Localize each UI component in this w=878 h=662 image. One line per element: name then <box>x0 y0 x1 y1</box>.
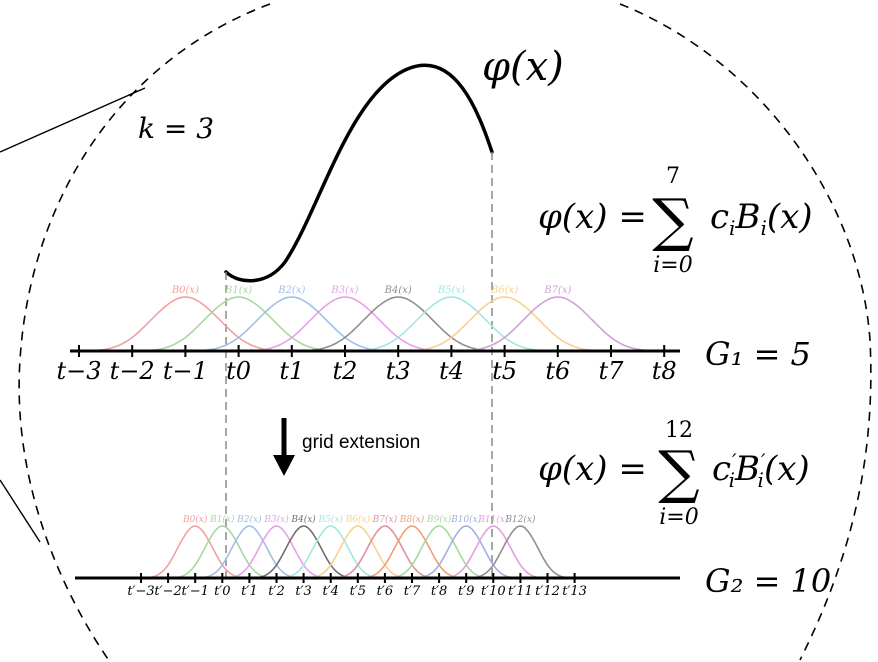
knot-label: t′8 <box>431 584 447 599</box>
fine-basis-functions: B0(x)B1(x)B2(x)B3(x)B4(x)B5(x)B6(x)B7(x)… <box>141 514 575 579</box>
basis-label: B5(x) <box>437 285 465 296</box>
grid-extension-arrow-head <box>273 455 295 476</box>
equation-fine: φ(x) = 12 ∑ i=0 c′iB′i(x) <box>538 418 810 530</box>
grid1-label: G₁ = 5 <box>705 335 811 373</box>
basis-label: B11(x) <box>477 514 509 525</box>
basis-label: B7(x) <box>543 285 571 296</box>
knot-label: t′10 <box>481 584 506 599</box>
eq1-lhs: φ(x) = <box>538 197 647 237</box>
basis-label: B5(x) <box>317 514 343 525</box>
basis-curve <box>222 525 331 579</box>
eq1-rhs: ciBi(x) <box>710 197 813 240</box>
knot-label: t′2 <box>268 584 284 599</box>
eq1-upper: 7 <box>666 164 680 189</box>
coarse-knot-ticks: t−3 t−2 t−1 t0 t1 t2 t3 t4 t5 t6 t7 t8 <box>56 345 677 385</box>
knot-label: t′0 <box>214 584 230 599</box>
basis-curve <box>345 296 558 352</box>
knot-label: t−2 <box>110 357 155 385</box>
knot-label: t6 <box>545 357 570 385</box>
knot-label: t′11 <box>508 584 533 599</box>
knot-label: t7 <box>599 357 625 385</box>
knot-label: t′9 <box>458 584 474 599</box>
knot-label: t2 <box>333 357 358 385</box>
knot-label: t′12 <box>535 584 560 599</box>
basis-curve <box>466 525 575 579</box>
basis-curve <box>330 525 440 579</box>
basis-label: B2(x) <box>236 514 262 525</box>
eq2-lower: i=0 <box>659 505 698 530</box>
knot-label: t′6 <box>377 584 393 599</box>
knot-label: t′3 <box>295 584 311 599</box>
knot-label: t′13 <box>562 584 587 599</box>
basis-label: B4(x) <box>384 285 412 296</box>
knot-label: t0 <box>226 357 251 385</box>
lens-dashed-arc <box>18 3 271 662</box>
basis-label: B6(x) <box>345 514 371 525</box>
basis-label: B1(x) <box>224 285 252 296</box>
basis-curve <box>451 296 665 352</box>
knot-label: t3 <box>386 357 411 385</box>
knot-label: t′−2 <box>154 584 181 599</box>
basis-curve <box>384 525 494 579</box>
basis-label: B12(x) <box>504 514 536 525</box>
basis-label: B3(x) <box>263 514 289 525</box>
knot-label: t′−3 <box>127 584 154 599</box>
basis-curve <box>412 525 521 579</box>
eq2-sum: ∑ <box>658 438 699 506</box>
phi-label: φ(x) <box>482 44 564 90</box>
basis-label: B6(x) <box>490 285 518 296</box>
basis-curve <box>79 296 292 352</box>
basis-curve <box>291 296 505 352</box>
knot-label: t′−1 <box>182 584 209 599</box>
knot-label: t1 <box>279 357 304 385</box>
basis-curve <box>398 296 611 352</box>
basis-label: B1(x) <box>209 514 235 525</box>
eq1-lower: i=0 <box>653 253 692 278</box>
basis-curve <box>276 525 385 579</box>
knot-label: t−3 <box>56 357 101 385</box>
basis-label: B10(x) <box>450 514 482 525</box>
basis-label: B2(x) <box>277 285 305 296</box>
knot-label: t′5 <box>350 584 366 599</box>
grid-extension-label: grid extension <box>302 432 420 453</box>
basis-curve <box>439 525 548 579</box>
knot-label: t5 <box>492 357 517 385</box>
equation-coarse: φ(x) = 7 ∑ i=0 ciBi(x) <box>538 164 813 278</box>
basis-label: B8(x) <box>399 514 425 525</box>
lens-dashed-arc-right <box>619 3 872 661</box>
basis-curve <box>195 525 304 579</box>
knot-label: t4 <box>439 357 464 385</box>
eq1-sum: ∑ <box>652 186 693 254</box>
eq2-upper: 12 <box>665 418 693 443</box>
basis-label: B9(x) <box>426 514 452 525</box>
basis-label: B0(x) <box>182 514 208 525</box>
basis-label: B3(x) <box>330 285 358 296</box>
basis-curve <box>249 525 358 579</box>
knot-label: t−1 <box>163 357 208 385</box>
basis-label: B7(x) <box>372 514 398 525</box>
basis-curve <box>168 525 277 579</box>
grid2-label: G₂ = 10 <box>705 562 831 600</box>
basis-curve <box>238 296 452 352</box>
phi-curve <box>224 63 494 283</box>
basis-curve <box>303 525 412 579</box>
eq2-rhs: c′iB′i(x) <box>712 449 810 492</box>
basis-curve <box>141 525 250 579</box>
basis-curve <box>185 296 399 352</box>
k-label: k = 3 <box>138 112 214 145</box>
coarse-basis-functions: B0(x) B1(x) B2(x) B3(x) B4(x) B5(x) B6(x) B7(x) <box>79 285 665 352</box>
knot-label: t′7 <box>404 584 421 599</box>
basis-label: B4(x) <box>290 514 316 525</box>
knot-label: t′1 <box>241 584 257 599</box>
knot-label: t8 <box>652 357 677 385</box>
knot-label: t′4 <box>322 584 338 599</box>
basis-curve <box>357 525 467 579</box>
eq2-lhs: φ(x) = <box>538 449 647 489</box>
zoom-connector-bottom <box>0 479 41 543</box>
zoom-connector-top <box>0 87 146 153</box>
basis-label: B0(x) <box>171 285 199 296</box>
basis-curve <box>132 296 345 352</box>
